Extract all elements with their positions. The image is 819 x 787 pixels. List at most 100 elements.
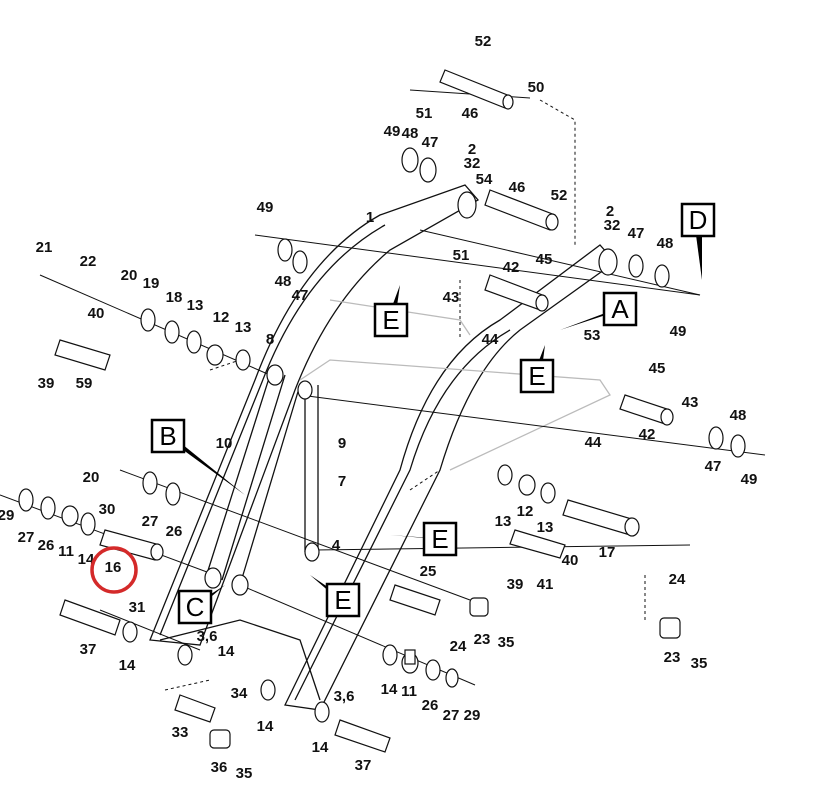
part-label-44: 44 (585, 434, 602, 451)
part-label-27: 27 (142, 513, 159, 530)
part-label-37: 37 (80, 641, 97, 658)
part-label-14: 14 (218, 643, 235, 660)
part-label-49: 49 (670, 323, 687, 340)
part-label-32: 32 (604, 217, 621, 234)
marker-box (422, 521, 458, 557)
part-label-52: 52 (475, 33, 492, 50)
highlight-circle-part-16 (90, 546, 138, 594)
part-label-26: 26 (422, 697, 439, 714)
part-label-54: 54 (476, 171, 493, 188)
detail-marker-d: D (680, 202, 716, 280)
detail-marker-c: C (177, 585, 225, 625)
detail-marker-a: A (560, 291, 638, 330)
part-label-33: 33 (172, 724, 189, 741)
part-label-45: 45 (649, 360, 666, 377)
part-label-7: 7 (338, 473, 346, 490)
part-label-46: 46 (509, 179, 526, 196)
part-label-49: 49 (384, 123, 401, 140)
marker-box (325, 582, 361, 618)
part-label-35: 35 (691, 655, 708, 672)
marker-box (519, 358, 555, 394)
part-label-27: 27 (443, 707, 460, 724)
marker-letter: E (382, 305, 399, 335)
detail-marker-e: E (390, 521, 458, 557)
part-label-52: 52 (551, 187, 568, 204)
detail-marker-e: E (310, 575, 361, 618)
part-label-19: 19 (143, 275, 160, 292)
part-label-13: 13 (235, 319, 252, 336)
marker-letter: C (186, 592, 205, 622)
part-label-25: 25 (420, 563, 437, 580)
marker-letter: D (689, 205, 708, 235)
part-label-23: 23 (474, 631, 491, 648)
part-label-36: 36 (211, 759, 228, 776)
part-label-24: 24 (669, 571, 686, 588)
marker-box (602, 291, 638, 327)
part-label-48: 48 (402, 125, 419, 142)
part-label-26: 26 (38, 537, 55, 554)
part-label-40: 40 (88, 305, 105, 322)
dashed-guides (164, 99, 646, 691)
part-label-48: 48 (275, 273, 292, 290)
part-label-43: 43 (443, 289, 460, 306)
part-label-27: 27 (18, 529, 35, 546)
part-label-14: 14 (119, 657, 136, 674)
part-label-1: 1 (366, 209, 374, 226)
part-label-2: 2 (606, 203, 614, 220)
part-label-13: 13 (537, 519, 554, 536)
part-label-41: 41 (537, 576, 554, 593)
part-label-21: 21 (36, 239, 53, 256)
part-label-4: 4 (332, 537, 341, 554)
part-label-31: 31 (129, 599, 146, 616)
part-label-53: 53 (584, 327, 601, 344)
part-label-23: 23 (664, 649, 681, 666)
part-label-16: 16 (105, 559, 122, 576)
part-label-35: 35 (236, 765, 253, 782)
part-label-13: 13 (187, 297, 204, 314)
part-label-47: 47 (628, 225, 645, 242)
part-label-59: 59 (76, 375, 93, 392)
part-label-2: 2 (468, 141, 476, 158)
part-label-9: 9 (338, 435, 346, 452)
part-label-14: 14 (78, 551, 95, 568)
detail-marker-e: E (373, 285, 409, 338)
marker-box (680, 202, 716, 238)
part-label-48: 48 (730, 407, 747, 424)
part-label-45: 45 (536, 251, 553, 268)
part-label-24: 24 (450, 638, 467, 655)
part-label-13: 13 (495, 513, 512, 530)
part-label-50: 50 (528, 79, 545, 96)
part-label-11: 11 (401, 683, 417, 700)
part-label-44: 44 (482, 331, 499, 348)
part-label-35: 35 (498, 634, 515, 651)
part-label-48: 48 (657, 235, 674, 252)
part-label-51: 51 (416, 105, 433, 122)
marker-box (150, 418, 186, 454)
part-label-47: 47 (705, 458, 722, 475)
detail-marker-e: E (519, 345, 555, 394)
part-label-3-6: 3,6 (334, 688, 355, 705)
part-label-14: 14 (312, 739, 329, 756)
part-label-39: 39 (38, 375, 55, 392)
part-label-14: 14 (381, 681, 398, 698)
part-label-14: 14 (257, 718, 274, 735)
part-label-8: 8 (266, 331, 274, 348)
part-label-20: 20 (121, 267, 138, 284)
marker-letter: E (528, 361, 545, 391)
part-label-42: 42 (503, 259, 520, 276)
detail-marker-b: B (150, 418, 245, 495)
part-label-39: 39 (507, 576, 524, 593)
part-label-30: 30 (99, 501, 116, 518)
part-label-34: 34 (231, 685, 248, 702)
part-label-43: 43 (682, 394, 699, 411)
part-label-11: 11 (58, 543, 74, 560)
part-label-26: 26 (166, 523, 183, 540)
part-label-12: 12 (517, 503, 534, 520)
part-label-49: 49 (257, 199, 274, 216)
part-label-51: 51 (453, 247, 470, 264)
part-label-37: 37 (355, 757, 372, 774)
part-label-32: 32 (464, 155, 481, 172)
part-label-12: 12 (213, 309, 230, 326)
part-label-46: 46 (462, 105, 479, 122)
